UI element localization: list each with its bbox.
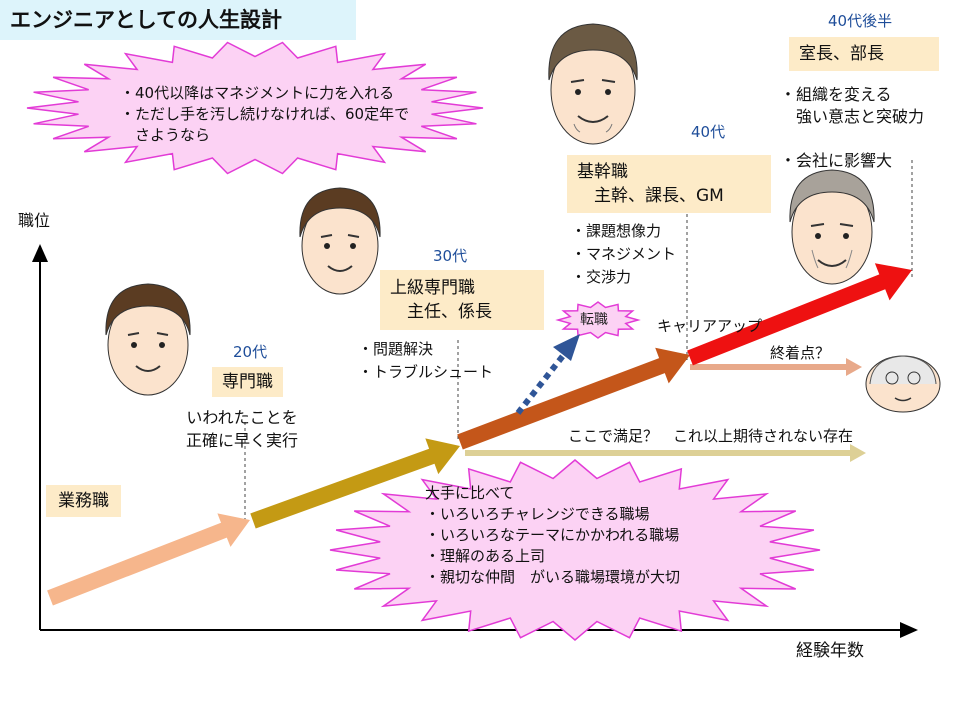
y-axis-label: 職位 [18, 211, 51, 230]
age-label-40s: 40代 [691, 123, 726, 141]
transfer-arrow-head [553, 334, 580, 361]
end-point-arrow [690, 358, 862, 376]
desc-20s: いわれたことを 正確に早く実行 [186, 408, 299, 450]
face-young-icon [105, 283, 191, 396]
transfer-label: 転職 [580, 312, 608, 328]
face-senior-icon [789, 169, 875, 285]
satisfied-label: ここで満足？ これ以上期待されない存在 [568, 427, 854, 445]
career-up-label: キャリアアップ [657, 317, 763, 335]
transfer-burst [555, 301, 641, 339]
face-elder-icon [865, 355, 941, 413]
desc-40s: ・課題想像力 ・マネジメント ・交渉力 [571, 222, 677, 286]
age-label-40s-late: 40代後半 [828, 12, 893, 30]
plateau-arrow [465, 444, 866, 462]
role-box-30s: 上級専門職 主任、係長 [380, 270, 544, 330]
arrow-40s [687, 263, 912, 366]
end-point-label: 終着点？ [770, 344, 831, 362]
role-box-40s-late: 室長、部長 [789, 37, 939, 71]
bottom-callout-burst [329, 459, 821, 641]
arrow-20s [250, 438, 460, 529]
arrow-gyomu [47, 513, 250, 606]
bottom-callout-text: 大手に比べて ・いろいろチャレンジできる職場 ・いろいろなテーマにかかわれる職場… [425, 484, 681, 586]
arrow-30s [457, 347, 690, 450]
top-callout-burst [26, 41, 484, 175]
desc-40s-late: ・組織を変える 強い意志と突破力 ・会社に影響大 [780, 85, 925, 170]
desc-30s: ・問題解決 ・トラブルシュート [358, 340, 494, 381]
transfer-arrow-line [515, 350, 569, 415]
role-box-40s: 基幹職 主幹、課長、GM [567, 155, 771, 213]
role-box-gyomu: 業務職 [46, 485, 121, 517]
face-40s-icon [548, 23, 638, 145]
age-label-20s: 20代 [233, 343, 268, 361]
age-label-30s: 30代 [433, 247, 468, 265]
face-20s-icon [299, 187, 381, 295]
role-box-20s: 専門職 [212, 367, 283, 397]
x-axis-label: 経験年数 [796, 641, 864, 661]
page-title: エンジニアとしての人生設計 [0, 0, 356, 40]
top-callout-text: ・40代以降はマネジメントに力を入れる ・ただし手を汚し続けなければ、60定年で… [120, 84, 410, 144]
